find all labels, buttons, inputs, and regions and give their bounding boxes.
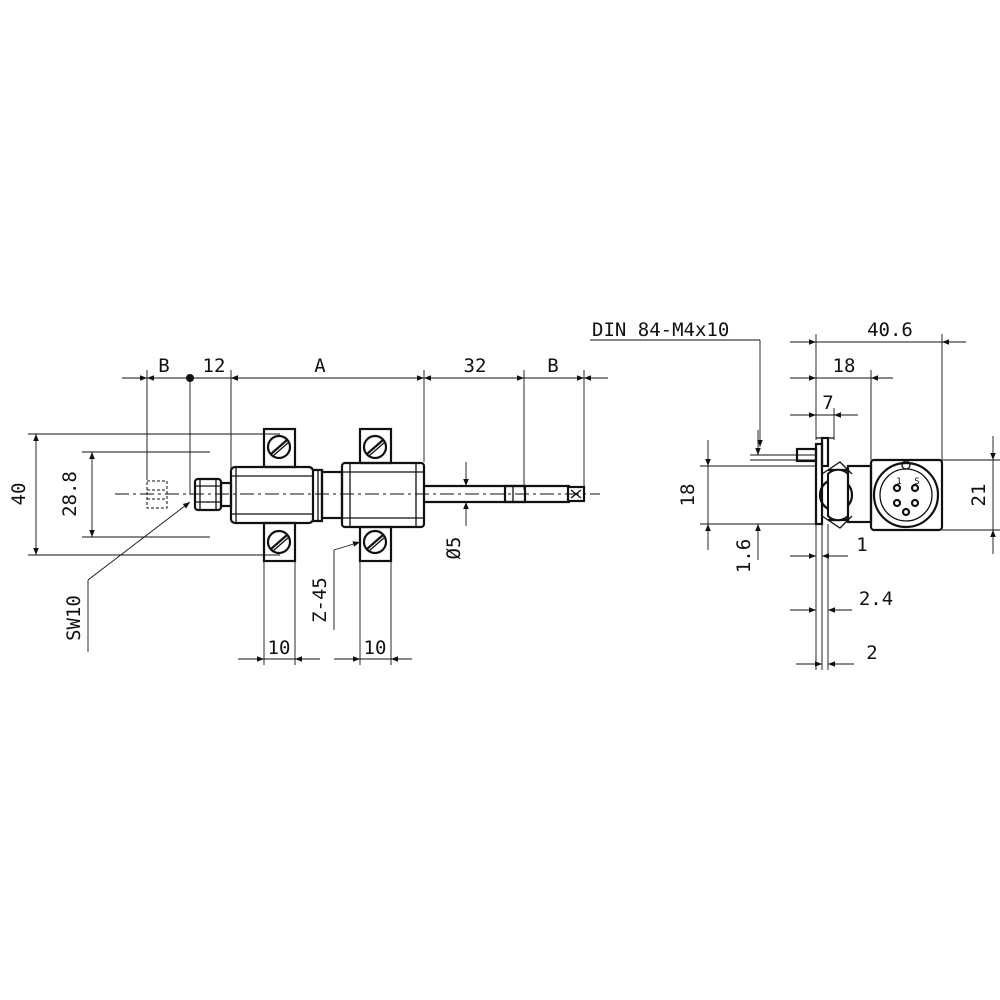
pin-s-label: S [914, 477, 919, 487]
dim-10-right: 10 [364, 637, 387, 659]
hidden-nut [146, 480, 168, 509]
side-left-dimensions: 18 1.6 [677, 430, 815, 573]
dim-1: 1 [856, 534, 867, 556]
pin-1-label: 1 [896, 477, 901, 487]
sw10-leader: SW10 [63, 501, 191, 652]
dim-7: 7 [822, 392, 833, 414]
dim-32: 32 [464, 355, 487, 377]
dim-18-side: 18 [677, 484, 699, 507]
din-label: DIN 84-M4x10 [592, 319, 729, 341]
dim-1-6: 1.6 [733, 539, 755, 573]
z45-leader: Z-45 [309, 541, 361, 630]
dim-28-8: 28.8 [59, 471, 81, 517]
mounting-bracket-right [358, 427, 393, 563]
dim-dia5: Ø5 [443, 537, 465, 560]
din-leader: DIN 84-M4x10 [590, 319, 763, 447]
top-dimension-chain: B 12 A 32 B [122, 355, 608, 495]
dim-sw10: SW10 [63, 595, 85, 641]
dim-12: 12 [203, 355, 226, 377]
shaft [424, 484, 586, 504]
bottom-dimensions: 10 10 [238, 561, 412, 665]
side-view: DIN 84-M4x10 40.6 18 7 [590, 319, 1000, 670]
side-bottom-dimensions: 1 2.4 2 [790, 524, 893, 670]
front-view: B 12 A 32 B 40 28.8 [8, 355, 608, 665]
side-right-dimension: 21 [942, 436, 1000, 554]
hex-nut-sw10 [193, 477, 233, 512]
dim-b-right: B [547, 355, 558, 377]
mounting-bracket-left [262, 427, 297, 563]
dim-b-left: B [158, 355, 169, 377]
side-view-part: 1 S [795, 436, 944, 532]
main-body [229, 461, 426, 529]
dim-2-4: 2.4 [859, 588, 893, 610]
dim-18-top: 18 [833, 355, 856, 377]
dim-z45: Z-45 [309, 577, 331, 623]
left-dimensions: 40 28.8 [8, 433, 280, 556]
side-top-dimensions: 40.6 18 7 [790, 319, 966, 460]
dim-2: 2 [866, 642, 877, 664]
dim-40: 40 [8, 483, 30, 506]
dim-21: 21 [968, 484, 990, 507]
dim-a: A [314, 355, 326, 377]
dim-40-6: 40.6 [867, 319, 913, 341]
dim-10-left: 10 [268, 637, 291, 659]
dia5-dimension: Ø5 [443, 462, 469, 560]
